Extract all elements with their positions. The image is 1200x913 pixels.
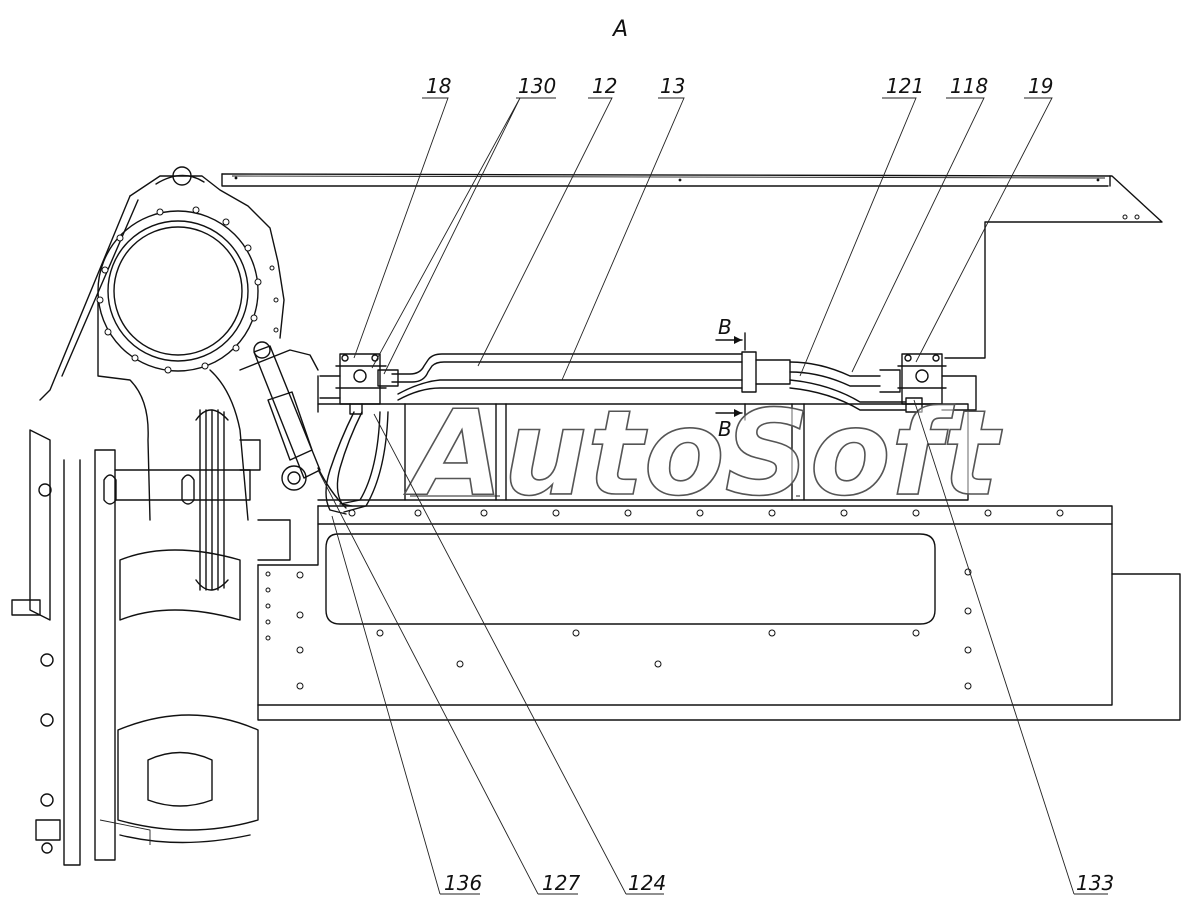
callout-18: 18 — [426, 74, 451, 98]
section-label-bottom: B — [718, 417, 732, 441]
watermark: AutoSoft — [404, 384, 1003, 522]
view-label: A — [611, 17, 628, 42]
hose-lines — [391, 351, 906, 411]
callout-121: 121 — [886, 74, 924, 98]
hydraulic-cylinder — [253, 341, 321, 491]
callout-136: 136 — [444, 871, 482, 895]
callout-13: 13 — [660, 74, 685, 98]
mount-bracket — [317, 375, 969, 501]
blower-housing — [39, 166, 319, 521]
drive-assembly — [11, 409, 291, 866]
section-markers: B B — [715, 315, 746, 441]
callout-118: 118 — [950, 74, 988, 98]
section-label-top: B — [718, 315, 732, 339]
callout-130: 130 — [518, 74, 556, 98]
callout-19: 19 — [1028, 74, 1053, 98]
valve-left — [319, 353, 399, 415]
callout-124: 124 — [628, 871, 666, 895]
valve-right — [897, 353, 977, 413]
base-plate — [257, 505, 1181, 721]
callout-leaders — [317, 97, 1108, 895]
callout-127: 127 — [542, 871, 580, 895]
frame-rail — [221, 173, 1163, 359]
callout-133: 133 — [1076, 871, 1114, 895]
pressure-hose — [317, 411, 389, 515]
plate-holes — [265, 509, 1064, 690]
callout-labels: 18 130 12 13 121 118 19 136 127 124 133 — [426, 74, 1114, 895]
callout-12: 12 — [592, 74, 617, 98]
